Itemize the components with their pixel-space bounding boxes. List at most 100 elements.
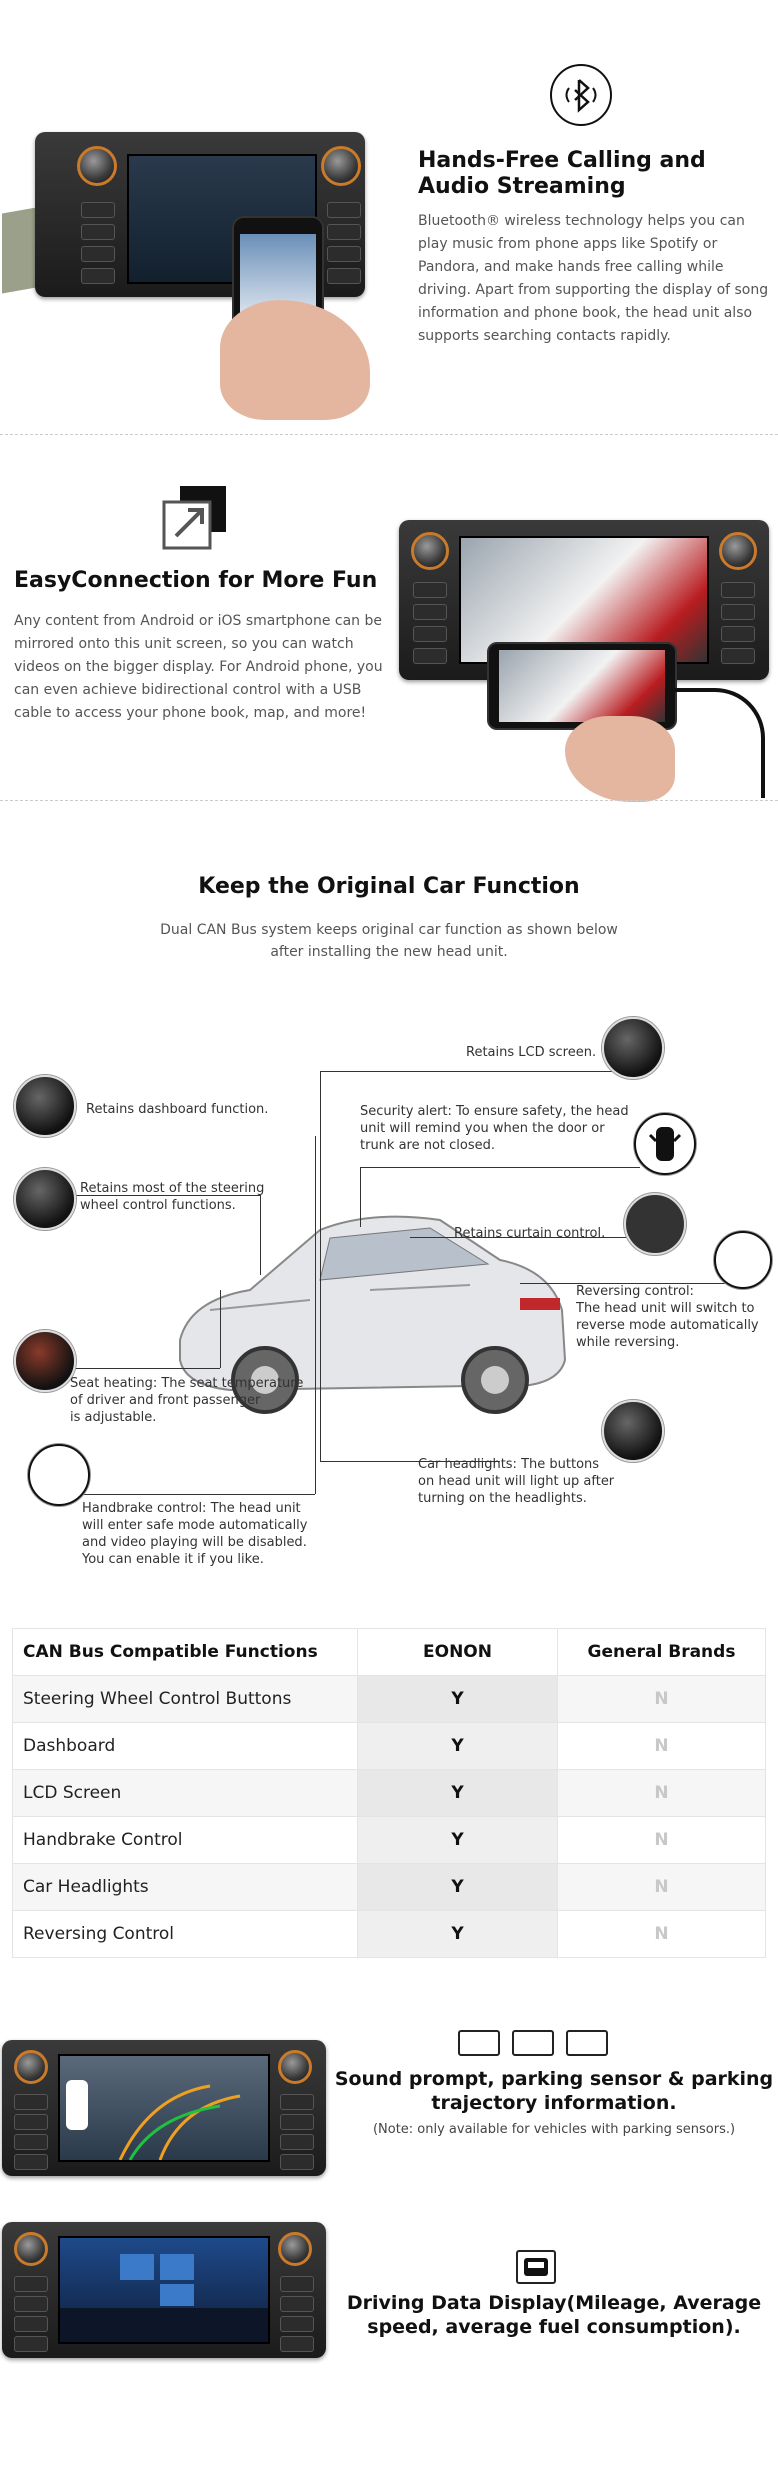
label-handbrake-1: Handbrake control: The head unit (82, 1501, 301, 1516)
divider (0, 800, 778, 801)
section4-title-2: trajectory information. (431, 2092, 677, 2114)
driving-data-screen (58, 2236, 270, 2344)
tune-knob-icon (719, 532, 757, 570)
section4-title-1: Sound prompt, parking sensor & parking (334, 2068, 774, 2090)
general-cell: N (557, 1722, 766, 1770)
hand-image (220, 300, 370, 420)
eonon-cell: Y (357, 1769, 558, 1817)
connector-line (260, 1195, 261, 1275)
table-row: Steering Wheel Control Buttons Y N (12, 1675, 766, 1723)
connector-line (60, 1368, 220, 1369)
parking-screen (58, 2054, 270, 2162)
general-cell: N (557, 1816, 766, 1864)
divider (0, 434, 778, 435)
driving-data-icon (516, 2250, 556, 2284)
function-cell: Handbrake Control (12, 1816, 358, 1864)
label-reversing-2: The head unit will switch to (576, 1301, 755, 1316)
section4-note: (Note: only available for vehicles with … (372, 2122, 736, 2137)
connector-line (360, 1167, 361, 1227)
phone-mirroring-image (487, 642, 677, 730)
table-row: Reversing Control Y N (12, 1910, 766, 1958)
usb-cable (675, 688, 765, 798)
section2-body: Any content from Android or iOS smartpho… (14, 613, 383, 721)
table-row: LCD Screen Y N (12, 1769, 766, 1817)
label-curtain: Retains curtain control. (454, 1226, 606, 1241)
general-cell: N (557, 1675, 766, 1723)
general-cell: N (557, 1769, 766, 1817)
general-cell: N (557, 1910, 766, 1958)
left-buttons (413, 582, 447, 664)
volume-knob-icon (411, 532, 449, 570)
volume-knob-icon (14, 2050, 48, 2084)
tune-knob-icon (278, 2232, 312, 2266)
stereo-unit (35, 132, 365, 297)
right-buttons (280, 2094, 314, 2170)
car-front-icon (566, 2030, 608, 2056)
dashboard-icon (14, 1075, 76, 1137)
label-seat-3: is adjustable. (70, 1410, 157, 1425)
left-buttons (14, 2094, 48, 2170)
eonon-cell: Y (357, 1863, 558, 1911)
connector-line (320, 1071, 321, 1461)
header-general: General Brands (557, 1628, 766, 1676)
reverse-camera-icon (714, 1231, 772, 1289)
label-security-3: trunk are not closed. (360, 1138, 496, 1153)
label-security-1: Security alert: To ensure safety, the he… (360, 1104, 629, 1119)
section2-title: EasyConnection for More Fun (14, 568, 378, 593)
reverse-camera-icon (512, 2030, 554, 2056)
steering-wheel-icon (14, 1168, 76, 1230)
label-seat-2: of driver and front passenger (70, 1393, 261, 1408)
right-buttons (280, 2276, 314, 2352)
section1-title: Hands-Free Calling and Audio Streaming (418, 148, 706, 199)
label-seat-1: Seat heating: The seat temperature (70, 1376, 304, 1391)
headlights-icon (602, 1400, 664, 1462)
tune-knob-icon (321, 146, 361, 186)
connector-line (320, 1461, 500, 1462)
label-handbrake-3: and video playing will be disabled. (82, 1535, 307, 1550)
header-functions: CAN Bus Compatible Functions (12, 1628, 358, 1676)
eonon-cell: Y (357, 1816, 558, 1864)
connector-line (315, 1136, 316, 1494)
table-header-row: CAN Bus Compatible Functions EONON Gener… (12, 1628, 766, 1676)
lcd-screen-icon (602, 1017, 664, 1079)
left-buttons (81, 202, 115, 284)
screen-mirror-icon (162, 484, 228, 550)
label-steering-1: Retains most of the steering (80, 1181, 265, 1196)
eonon-cell: Y (357, 1722, 558, 1770)
label-handbrake-2: will enter safe mode automatically (82, 1518, 308, 1533)
section3-subtitle-2: after installing the new head unit. (270, 944, 508, 960)
right-buttons (721, 582, 755, 664)
stereo-driving-data-image (2, 2222, 326, 2358)
section5-title-2: speed, average fuel consumption). (367, 2316, 741, 2338)
eonon-cell: Y (357, 1675, 558, 1723)
handbrake-icon (28, 1444, 90, 1506)
curtain-control-icon (624, 1193, 686, 1255)
section3-title: Keep the Original Car Function (198, 874, 580, 899)
car-illustration (170, 1190, 570, 1450)
label-security-2: unit will remind you when the door or (360, 1121, 605, 1136)
function-cell: Steering Wheel Control Buttons (12, 1675, 358, 1723)
label-headlights-3: turning on the headlights. (418, 1491, 587, 1506)
function-cell: Dashboard (12, 1722, 358, 1770)
table-row: Handbrake Control Y N (12, 1816, 766, 1864)
label-reversing-4: while reversing. (576, 1335, 680, 1350)
left-buttons (14, 2276, 48, 2352)
connector-line (520, 1283, 760, 1284)
table-row: Car Headlights Y N (12, 1863, 766, 1911)
table-row: Dashboard Y N (12, 1722, 766, 1770)
connector-line (410, 1237, 630, 1238)
volume-knob-icon (77, 146, 117, 186)
stereo-parking-image (2, 2040, 326, 2176)
bluetooth-icon (550, 64, 612, 126)
label-headlights-1: Car headlights: The buttons (418, 1457, 600, 1472)
right-buttons (327, 202, 361, 284)
general-cell: N (557, 1863, 766, 1911)
connector-line (320, 1071, 620, 1072)
car-stereo-mirroring-image (395, 520, 778, 802)
section5-title-1: Driving Data Display(Mileage, Average (346, 2292, 762, 2314)
label-reversing-1: Reversing control: (576, 1284, 694, 1299)
car-stereo-bluetooth-image (0, 120, 380, 440)
tune-knob-icon (278, 2050, 312, 2084)
label-steering-2: wheel control functions. (80, 1198, 236, 1213)
function-cell: Reversing Control (12, 1910, 358, 1958)
